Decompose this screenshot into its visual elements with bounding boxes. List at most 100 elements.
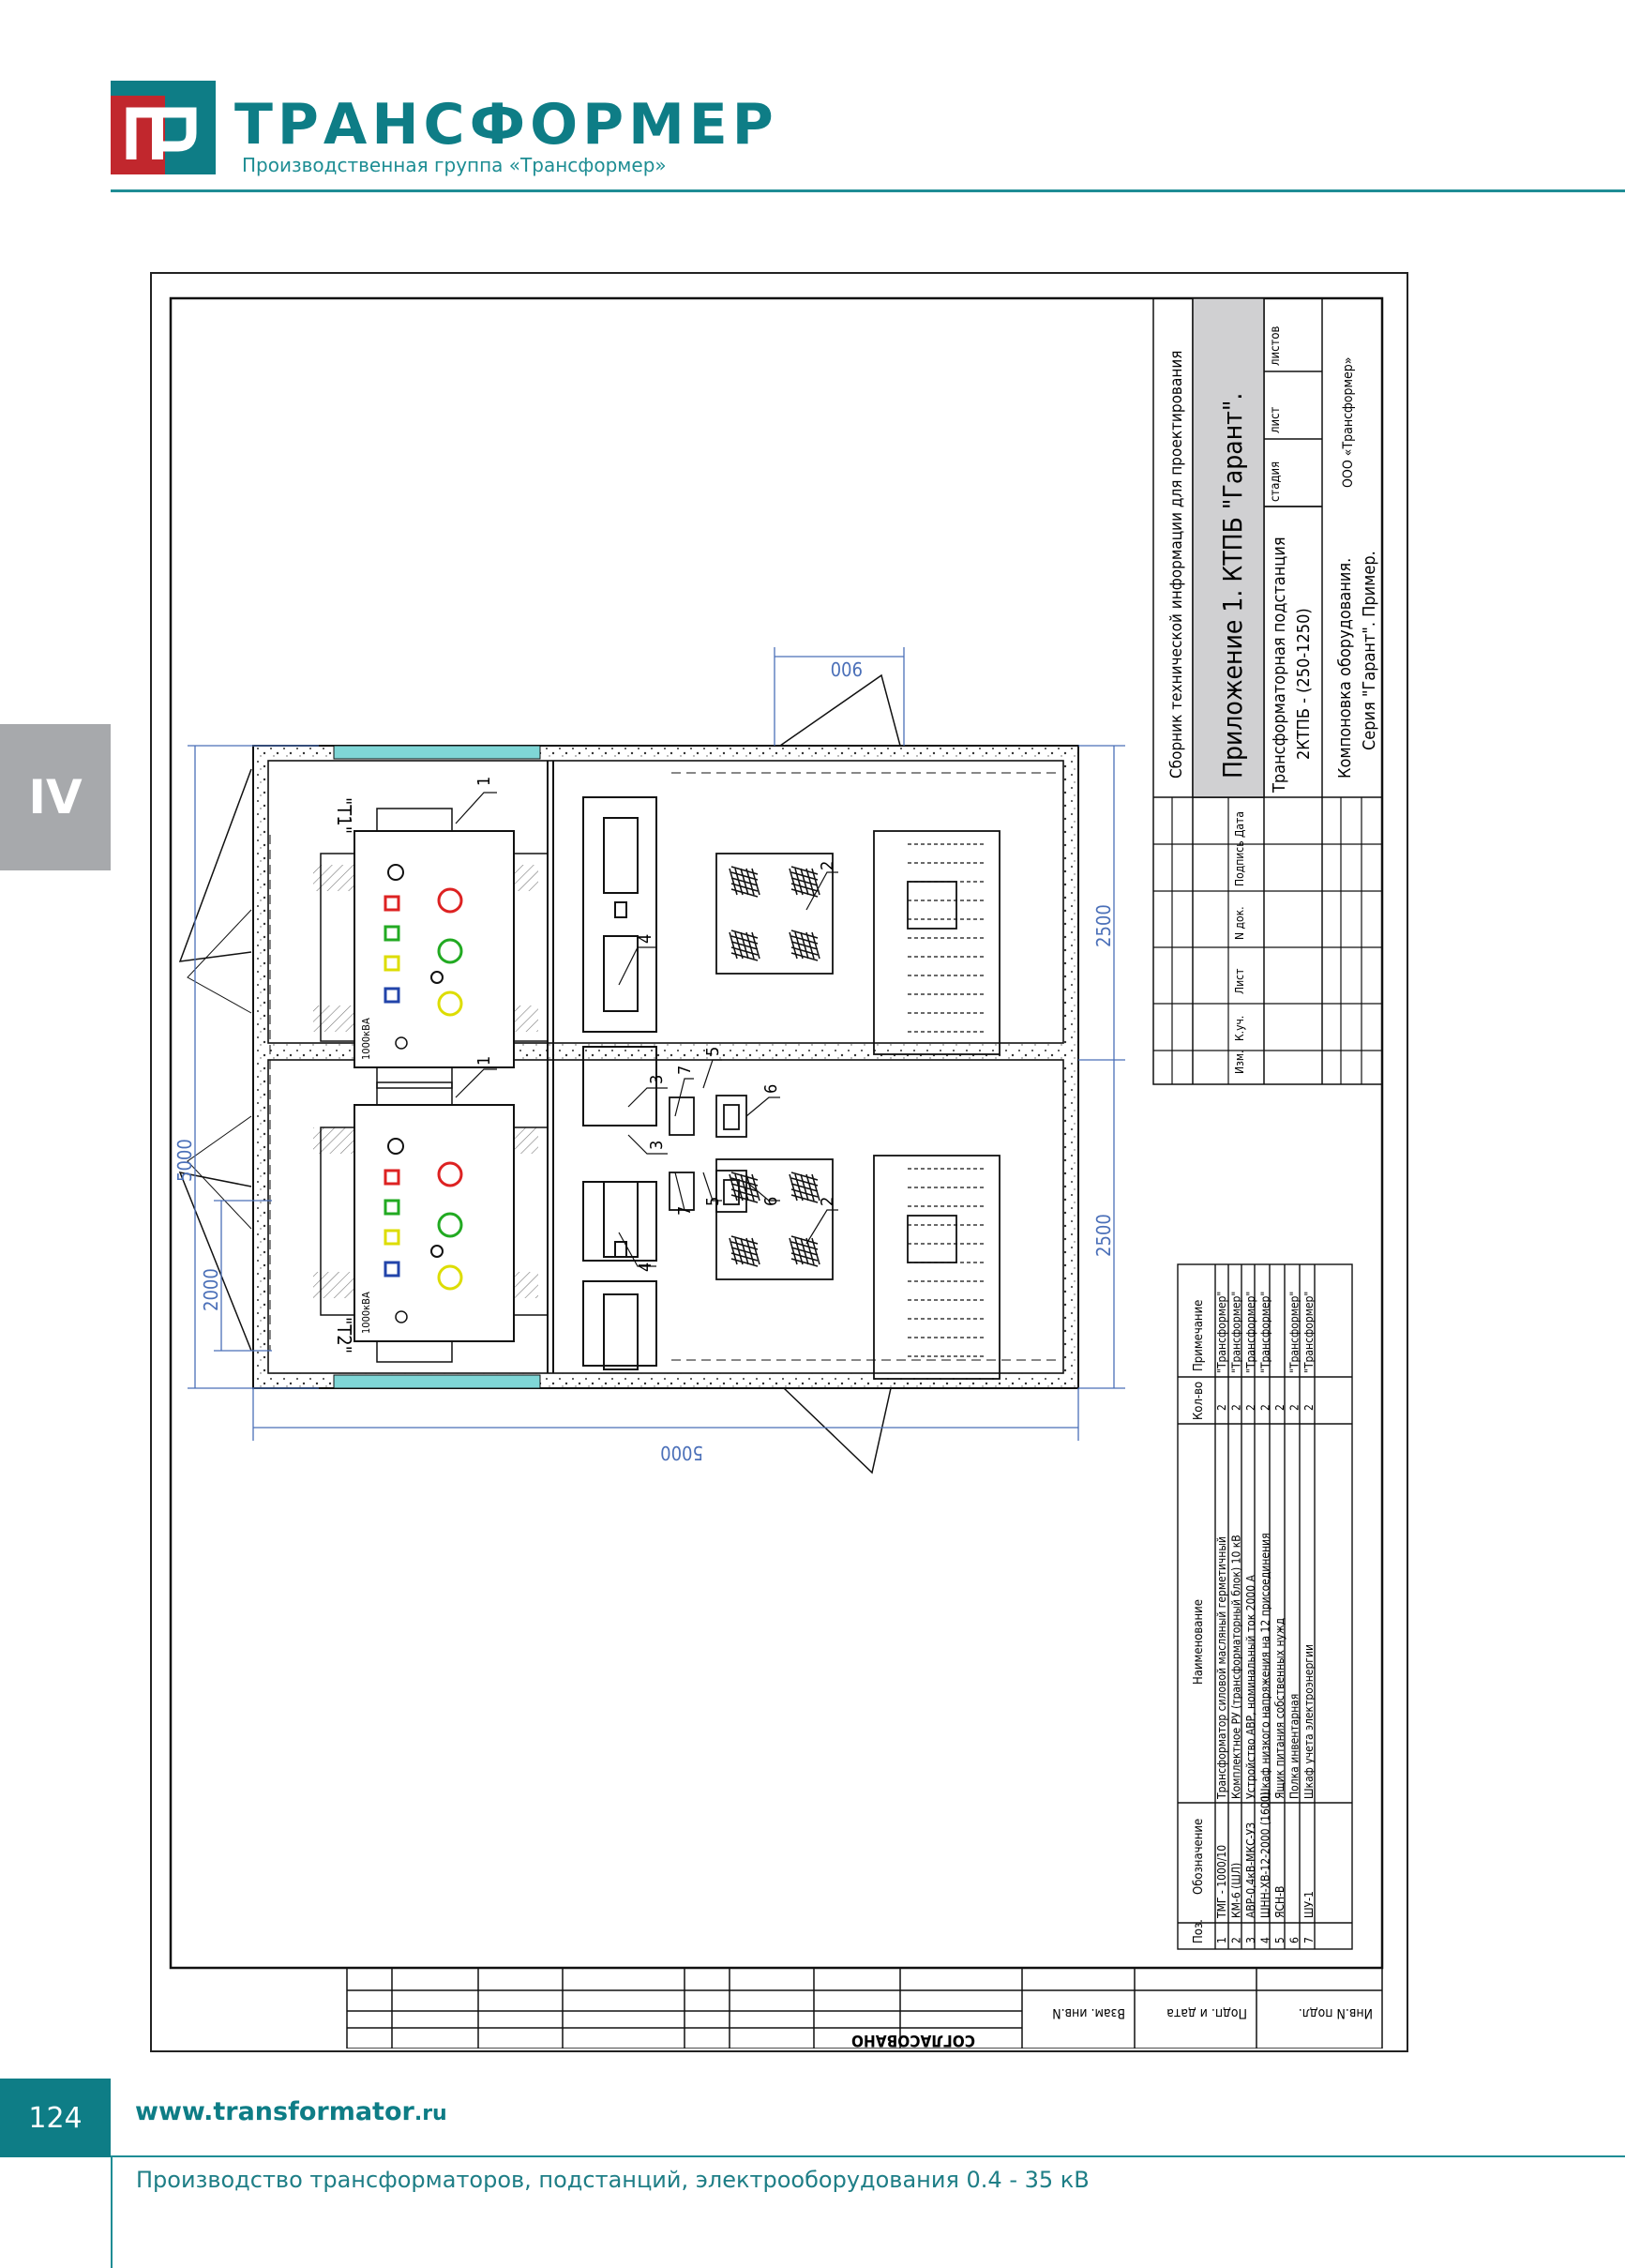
layout-drawing: Сборник технической информации для проек… — [169, 296, 1384, 2049]
grid-x-mark — [730, 1177, 759, 1187]
grid-x-mark — [740, 1173, 749, 1202]
grid-x-mark — [740, 868, 749, 896]
dim-total-length: 5000 — [173, 1139, 196, 1182]
rev-h-3: N док. — [1233, 906, 1246, 940]
strip-label-0: Взам. инв.N — [1052, 2005, 1125, 2020]
grid-x-mark — [811, 931, 820, 960]
title-sheet-label: лист — [1269, 406, 1283, 433]
gate-t1 — [178, 768, 252, 962]
callout-1a: 1 — [474, 777, 494, 786]
spec-cell-note: "Трансформер" — [1215, 1292, 1228, 1373]
spec-cell-pos: 4 — [1259, 1937, 1272, 1943]
callout-3a: 3 — [647, 1075, 667, 1084]
callout-labels: 1 1 2 2 3 3 4 4 5 5 6 6 7 7 — [474, 777, 837, 1272]
title-collection: Сборник технической информации для проек… — [1167, 351, 1186, 779]
title-appendix: Приложение 1. КТПБ "Гарант". — [1217, 393, 1248, 779]
cabinets — [582, 796, 657, 1370]
dim-total-width: 5000 — [660, 1442, 703, 1464]
brand-subtitle: Производственная группа «Трансформер» — [242, 154, 667, 176]
spec-cell-note: "Трансформер" — [1230, 1292, 1243, 1373]
rating-t1: 1000кВА — [360, 1018, 372, 1060]
spec-cell-name: Ящик питания собственных нужд — [1273, 1618, 1286, 1799]
spec-cell-qty: 2 — [1302, 1404, 1316, 1411]
callout-3b: 3 — [647, 1141, 667, 1150]
grid-x-mark — [790, 1177, 819, 1187]
title-sheet-line1: Компоновка оборудования. — [1335, 558, 1355, 779]
callout-7b: 7 — [675, 1206, 695, 1216]
label-t1: "Т1" — [333, 797, 355, 834]
page-number: 124 — [0, 2079, 111, 2157]
grid-x-mark — [800, 1173, 809, 1202]
spec-cell-designation: КМ-6 (ШЛ) — [1230, 1863, 1243, 1918]
grid-x-mark — [730, 1188, 759, 1198]
website-link[interactable]: www.transformator.ru — [135, 2097, 447, 2126]
title-company: ООО «Трансформер» — [1341, 357, 1356, 488]
grid-x-mark — [730, 935, 759, 945]
grid-x-mark — [811, 1237, 820, 1265]
grid-x-mark — [794, 931, 804, 960]
callout-4b: 4 — [636, 1263, 655, 1272]
grid-x-mark — [730, 888, 759, 898]
dim-half-1: 2500 — [1092, 904, 1115, 947]
grid-x-mark — [805, 931, 815, 960]
section-tab: IV — [0, 724, 111, 870]
revision-grid-cells — [1193, 797, 1382, 1084]
grid-x-mark — [745, 931, 755, 960]
spec-cell-note: "Трансформер" — [1244, 1292, 1257, 1373]
callout-6a: 6 — [761, 1084, 781, 1094]
website-tld: .ru — [414, 2102, 447, 2125]
spec-headers: Поз. Обозначение Наименование Кол-во При… — [1192, 1300, 1206, 1943]
grid-x-mark — [790, 1252, 819, 1262]
rating-t2: 1000кВА — [360, 1292, 372, 1334]
label-t2: "Т2" — [333, 1317, 355, 1353]
spec-h-name: Наименование — [1192, 1599, 1206, 1685]
spec-cell-qty: 2 — [1244, 1404, 1257, 1411]
rev-h-4: Подпись — [1233, 840, 1246, 886]
spec-cell-qty: 2 — [1215, 1404, 1228, 1411]
grid-x-mark — [740, 1237, 749, 1265]
title-sheet-line2: Серия "Гарант". Пример. — [1360, 551, 1379, 750]
spec-cell-pos: 7 — [1302, 1937, 1316, 1943]
spec-cell-designation: ШУ-1 — [1302, 1891, 1316, 1918]
callout-leaders — [455, 792, 838, 1267]
grid-x-mark — [730, 1258, 759, 1267]
grid-x-mark — [800, 931, 809, 960]
callout-2b: 2 — [818, 1197, 837, 1206]
grid-x-mark — [794, 868, 804, 896]
spec-cell-designation: АВР-0,4кВ-МКС-УЗ — [1244, 1822, 1257, 1918]
dimension-lines — [188, 647, 1125, 1441]
grid-x-mark — [790, 946, 819, 956]
breaker-ticks — [908, 843, 986, 1357]
grid-x-mark — [745, 868, 755, 896]
grid-x-mark — [751, 1173, 760, 1202]
spec-h-note: Примечание — [1192, 1300, 1206, 1371]
grid-x-mark — [790, 888, 819, 898]
header-divider — [111, 189, 1625, 192]
grid-x-mark — [790, 952, 819, 961]
spec-cell-name: Шкаф низкого напряжения на 12 присоедине… — [1259, 1533, 1272, 1799]
spec-cell-name: Шкаф учета электроэнергии — [1302, 1644, 1316, 1799]
callout-7a: 7 — [675, 1066, 695, 1075]
transformer-t2 — [320, 1081, 549, 1363]
approval-strip — [346, 1967, 1383, 2049]
grid-x-mark — [730, 1194, 759, 1203]
spec-cell-designation: ШНН-ХВ-12-2000 (1600) — [1259, 1792, 1272, 1918]
transformer-t1 — [320, 808, 549, 1089]
strip-label-2: Инв.N подл. — [1299, 2005, 1373, 2020]
revision-grid — [1153, 797, 1193, 1084]
grid-x-mark — [751, 868, 760, 896]
spec-cell-name: Трансформатор силовой масляный герметичн… — [1215, 1536, 1228, 1800]
spec-cell-name: Полка инвентарная — [1288, 1694, 1302, 1799]
spec-cell-qty: 2 — [1288, 1404, 1302, 1411]
grid-x-mark — [805, 868, 815, 896]
building-plan: 1 1 2 2 3 3 4 4 5 5 6 6 7 7 "Т1" "Т2" 10… — [173, 647, 1125, 1474]
spec-cell-note: "Трансформер" — [1259, 1292, 1272, 1373]
spec-cell-qty: 2 — [1273, 1404, 1286, 1411]
dim-inner: 2000 — [200, 1268, 222, 1311]
grid-x-mark — [730, 871, 759, 881]
grid-x-mark — [734, 931, 744, 960]
dimension-labels: 5000 5000 2500 2500 2000 900 — [173, 658, 1115, 1464]
rev-h-2: Лист — [1233, 969, 1246, 994]
grid-x-mark — [740, 931, 749, 960]
grid-x-mark — [794, 1173, 804, 1202]
